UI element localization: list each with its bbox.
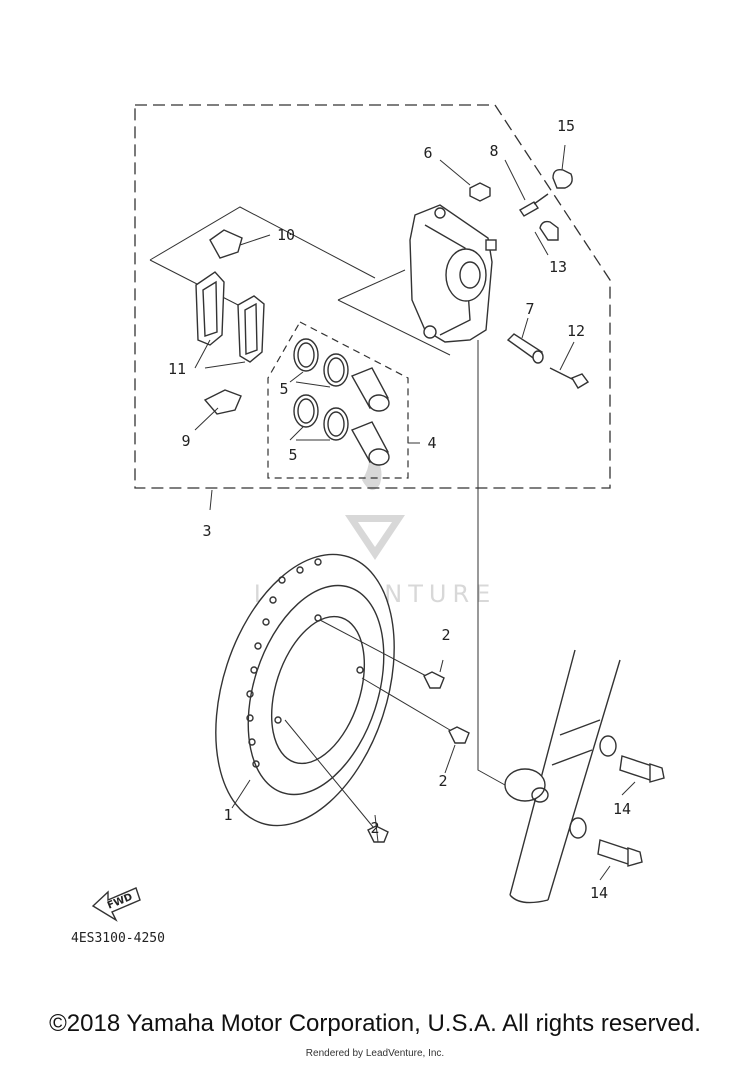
callout-2-top: 2 (441, 626, 450, 644)
copyright-notice: ©2018 Yamaha Motor Corporation, U.S.A. A… (49, 1010, 701, 1037)
pad-group-lines (149, 206, 451, 356)
exploded-parts-diagram: LEADVENTURE (71, 104, 665, 946)
callout-14-lower: 14 (590, 884, 608, 902)
rendered-by-notice: Rendered by LeadVenture, Inc. (305, 1048, 445, 1059)
callout-7: 7 (525, 300, 534, 318)
fork-bolts-14 (597, 755, 665, 867)
callout-15: 15 (557, 117, 575, 135)
callout-5-lower: 5 (288, 446, 297, 464)
callout-5-upper: 5 (279, 380, 288, 398)
callout-leaders (194, 144, 636, 881)
caliper-assembly-boundary (134, 104, 611, 489)
disc-bolts-2 (284, 619, 470, 843)
callout-4: 4 (427, 434, 436, 452)
bleed-cap-15 (552, 168, 573, 189)
pad-clip-9 (203, 389, 242, 415)
brake-caliper (409, 204, 497, 343)
bleed-cap-6 (469, 182, 491, 202)
callout-9: 9 (181, 432, 190, 450)
callout-12: 12 (567, 322, 585, 340)
bleed-screw-8 (519, 193, 549, 217)
callout-1: 1 (223, 806, 232, 824)
piston-kit-boundary (267, 321, 409, 479)
piston-seals-5 (293, 338, 349, 441)
caliper-to-fork-line (477, 340, 506, 786)
part-code: 4ES3100-4250 (71, 931, 165, 946)
callout-11: 11 (168, 360, 186, 378)
callout-2-bottom: 2 (370, 819, 379, 837)
callout-13: 13 (549, 258, 567, 276)
callout-3: 3 (202, 522, 211, 540)
brake-disc-1 (215, 553, 395, 827)
pin-7 (506, 333, 544, 364)
callout-8: 8 (489, 142, 498, 160)
pad-spring-10 (209, 229, 243, 259)
fwd-arrow-icon: FWD (91, 887, 141, 922)
callout-10: 10 (277, 226, 295, 244)
bolt-12 (549, 367, 590, 389)
cap-13 (539, 220, 559, 241)
callout-6: 6 (423, 144, 432, 162)
callout-2-middle: 2 (438, 772, 447, 790)
pistons (350, 367, 390, 466)
callout-14-upper: 14 (613, 800, 631, 818)
front-fork (504, 649, 621, 904)
watermark-v-icon (345, 515, 405, 560)
brake-pads-11 (195, 271, 265, 363)
